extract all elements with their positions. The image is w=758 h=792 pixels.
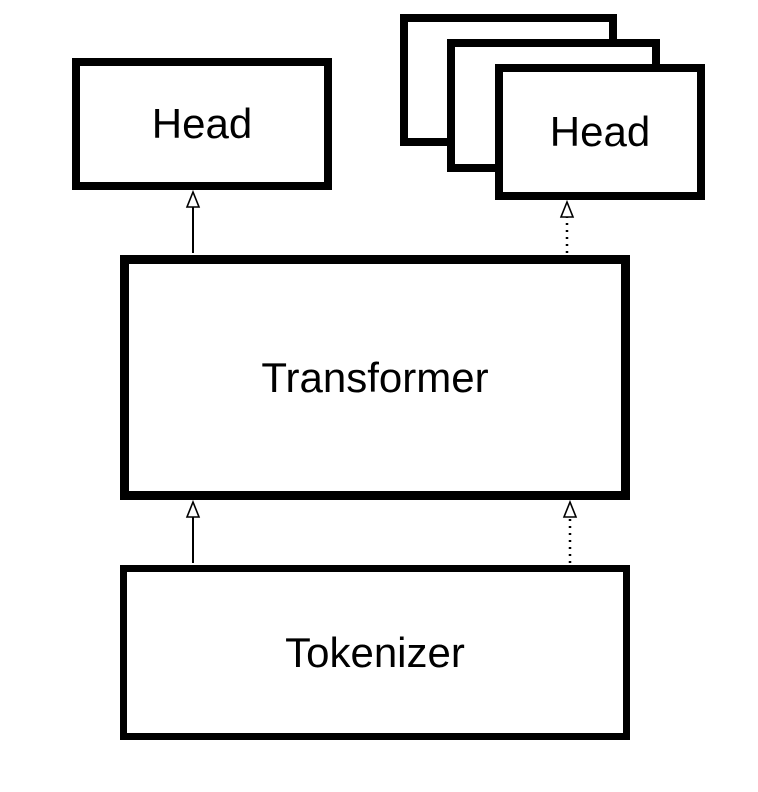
node-transformer-label: Transformer bbox=[261, 353, 489, 401]
arrow-tokenizer-to-transformer-right bbox=[562, 499, 578, 563]
node-tokenizer: Tokenizer bbox=[120, 565, 630, 740]
node-head-left-label: Head bbox=[151, 100, 253, 147]
arrow-tokenizer-to-transformer-left bbox=[185, 499, 201, 563]
node-transformer: Transformer bbox=[120, 255, 630, 500]
node-tokenizer-label: Tokenizer bbox=[285, 628, 465, 676]
arrow-transformer-to-head-left bbox=[185, 189, 201, 253]
node-head-left: Head bbox=[72, 58, 332, 190]
arrow-transformer-to-head-right bbox=[559, 199, 575, 253]
node-head-right: Head bbox=[495, 64, 705, 200]
node-head-right-label: Head bbox=[549, 108, 651, 155]
